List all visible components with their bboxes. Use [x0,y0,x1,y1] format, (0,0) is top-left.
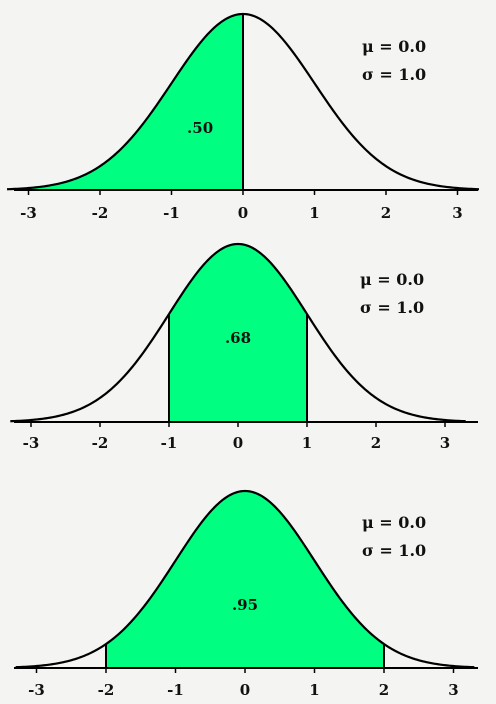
normal-curve-panel-1: -3 -2 -1 0 1 2 3 .50 μ = 0.0 σ = 1.0 [7,12,479,222]
x-tick-label: -2 [98,681,115,699]
x-tick-label: -2 [92,434,109,452]
x-tick-label: -1 [163,204,180,222]
shaded-area [7,14,243,190]
normal-curve-panel-3: -3 -2 -1 0 1 2 3 .95 μ = 0.0 σ = 1.0 [14,489,478,699]
shaded-area [106,491,384,668]
sigma-parameter-label: σ = 1.0 [360,298,424,317]
mu-parameter-label: μ = 0.0 [360,270,424,289]
normal-curve-panel-2: -3 -2 -1 0 1 2 3 .68 μ = 0.0 σ = 1.0 [10,242,478,452]
x-tick-label: 0 [238,204,248,222]
x-tick-label: 0 [240,681,250,699]
x-tick-label: 3 [452,204,462,222]
x-tick-label: 3 [448,681,458,699]
sigma-parameter-label: σ = 1.0 [362,541,426,560]
density-curve [15,489,475,669]
mu-parameter-label: μ = 0.0 [362,37,426,56]
x-tick-label: -1 [161,434,178,452]
x-tick-label: -2 [92,204,109,222]
x-tick-label: 2 [381,204,391,222]
x-tick-label: -3 [23,434,40,452]
x-tick-label: -3 [20,204,37,222]
x-tick-label: 1 [309,681,319,699]
x-tick-label: -1 [167,681,184,699]
x-tick-label: 1 [309,204,319,222]
mu-parameter-label: μ = 0.0 [362,513,426,532]
x-tick-label: -3 [28,681,45,699]
shaded-area [169,244,307,422]
x-tick-label: 2 [379,681,389,699]
density-curve [10,242,466,423]
density-curve [7,12,479,191]
area-probability-label: .68 [225,329,251,347]
x-tick-label: 0 [233,434,243,452]
area-probability-label: .50 [187,119,213,137]
x-tick-label: 3 [440,434,450,452]
sigma-parameter-label: σ = 1.0 [362,65,426,84]
x-tick-label: 2 [371,434,381,452]
area-probability-label: .95 [232,596,258,614]
x-tick-label: 1 [302,434,312,452]
